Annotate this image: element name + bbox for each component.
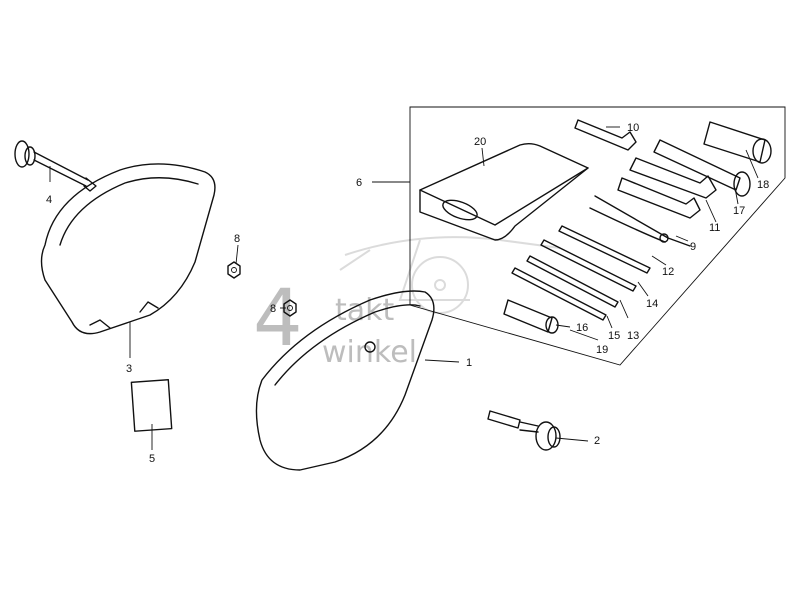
callout-16: 16 bbox=[576, 322, 588, 334]
callout-3: 3 bbox=[126, 363, 132, 375]
screwdriver-13 bbox=[526, 255, 619, 308]
tool-bag bbox=[419, 143, 589, 241]
callout-10: 10 bbox=[627, 122, 639, 134]
screwdriver-14 bbox=[540, 239, 637, 292]
callout-8-upper: 8 bbox=[234, 233, 240, 245]
callout-19: 19 bbox=[596, 344, 608, 356]
callout-15: 15 bbox=[608, 330, 620, 342]
pliers bbox=[589, 195, 691, 247]
callout-1: 1 bbox=[466, 357, 472, 369]
callout-2: 2 bbox=[594, 435, 600, 447]
side-cover-left bbox=[40, 163, 216, 335]
nut-lower bbox=[283, 299, 297, 317]
spanner-double bbox=[617, 157, 717, 219]
callout-17: 17 bbox=[733, 205, 745, 217]
callout-5: 5 bbox=[149, 453, 155, 465]
callout-4: 4 bbox=[46, 194, 52, 206]
callout-18: 18 bbox=[757, 179, 769, 191]
screwdriver-12 bbox=[558, 225, 651, 274]
plug-spanner bbox=[703, 121, 772, 164]
callout-13: 13 bbox=[627, 330, 639, 342]
callout-9: 9 bbox=[690, 241, 696, 253]
knob-bolt-left bbox=[14, 140, 97, 192]
watermark-digit: 4 bbox=[253, 274, 303, 364]
box-wrench bbox=[653, 139, 751, 197]
label-sticker bbox=[130, 379, 173, 432]
callout-8-lower: 8 bbox=[270, 303, 276, 315]
leader-lines bbox=[49, 126, 759, 450]
callout-6: 6 bbox=[356, 177, 362, 189]
side-cover-right bbox=[255, 290, 435, 471]
callout-11: 11 bbox=[709, 222, 720, 234]
callout-20: 20 bbox=[474, 136, 486, 148]
watermark-word-top: takt bbox=[335, 293, 395, 328]
callout-12: 12 bbox=[662, 266, 674, 278]
spanner-small bbox=[574, 119, 637, 151]
callout-labels: 1 2 3 4 5 6 8 8 9 10 11 12 13 14 15 16 1… bbox=[46, 122, 769, 465]
watermark-logo: 4 takt winkel bbox=[253, 274, 417, 370]
screwdriver-15 bbox=[511, 267, 607, 321]
callout-14: 14 bbox=[646, 298, 658, 310]
tool-kit-frame bbox=[409, 106, 786, 366]
screwdriver-handle bbox=[503, 299, 559, 334]
knob-bolt-right bbox=[487, 410, 561, 451]
nut-upper bbox=[227, 261, 241, 279]
